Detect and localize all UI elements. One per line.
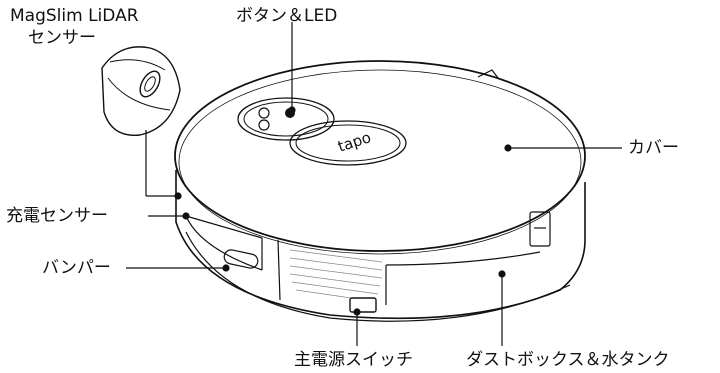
robot-cover [174, 60, 586, 252]
lidar-zoom [101, 46, 181, 136]
main-switch-label: 主電源スイッチ [294, 350, 413, 370]
dustbox-panel [385, 211, 551, 305]
charge-sensor-label: 充電センサー [6, 206, 108, 226]
cover-label: カバー [628, 138, 679, 158]
lidar-label-line2: センサー [28, 28, 96, 48]
button-led-label: ボタン＆LED [236, 6, 338, 26]
bumper-panel [185, 215, 263, 271]
dustbox-label: ダストボックス＆水タンク [466, 350, 670, 370]
button-led-panel: tapo [237, 97, 407, 166]
bumper-label: バンパー [42, 258, 111, 278]
lidar-label: MagSlim LiDAR [10, 6, 139, 26]
main-switch [349, 297, 377, 313]
side-grille [277, 239, 383, 302]
